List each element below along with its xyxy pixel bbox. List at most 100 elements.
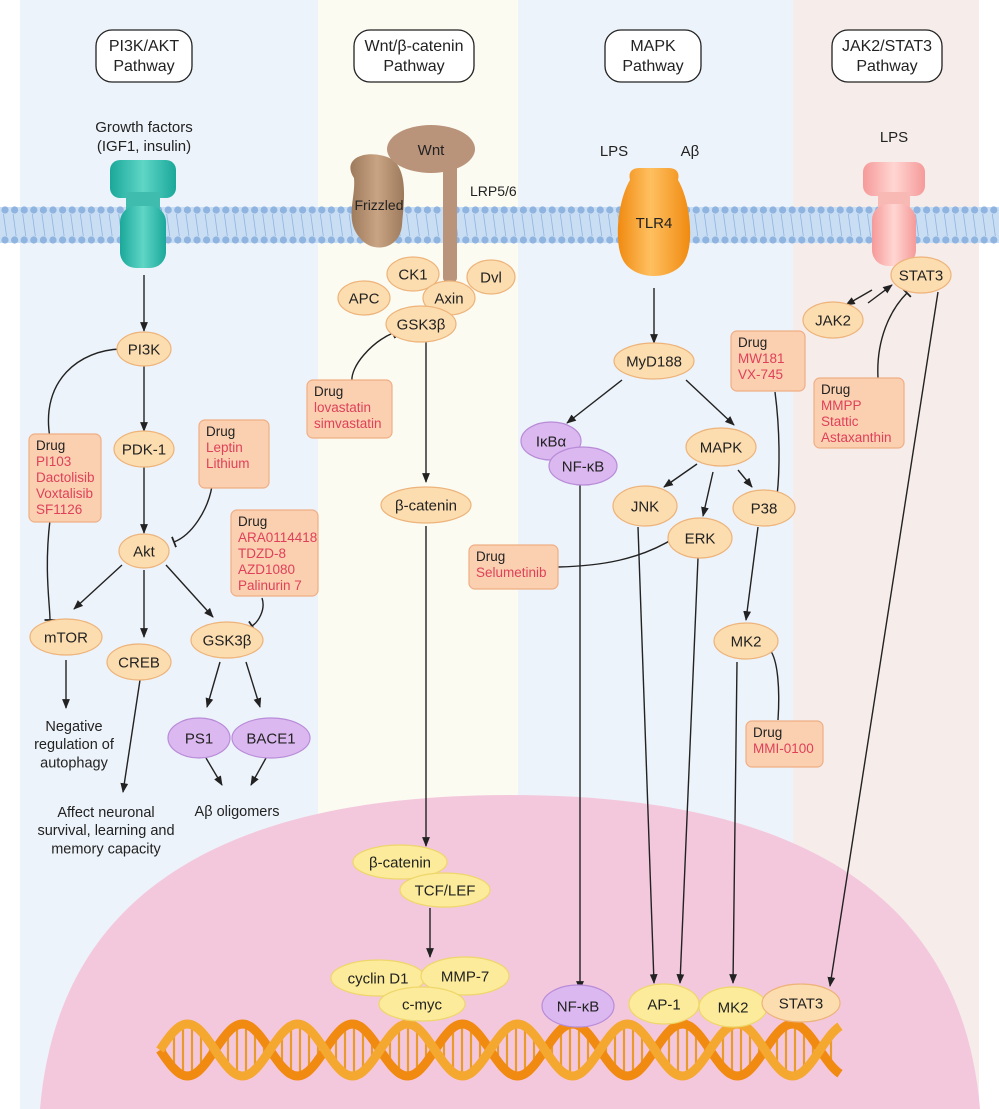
node-apc: APC [337,280,391,316]
node-creb: CREB [106,643,172,681]
drug-name: PI103 [36,454,71,469]
drug-label: Drug [314,384,343,399]
wnt-label: Wnt [418,142,446,159]
edge-drug-pi3k [47,343,123,439]
node-label-stat3-nuc: STAT3 [779,996,823,1013]
node-label-nfkb: NF-κB [562,459,605,476]
drug-label: Drug [821,382,850,397]
drug-label: Drug [753,725,782,740]
node-label-pdk1: PDK-1 [122,442,166,459]
node-cmyc: c-myc [378,986,466,1022]
node-ck1: CK1 [386,256,440,292]
node-mmp7: MMP-7 [420,956,510,996]
drug-name: Dactolisib [36,470,95,485]
node-label-bcat-nuc: β-catenin [369,855,431,872]
dna-helix [156,1019,843,1081]
edge-drug-stat3 [877,288,912,379]
node-label-bace1: BACE1 [246,731,295,748]
node-akt: Akt [118,533,170,569]
edge-drug-akt [171,485,213,548]
node-p38: P38 [732,489,796,527]
lps-label-jak: LPS [880,129,908,146]
drug-label: Drug [738,335,767,350]
node-label-pi3k: PI3K [128,342,161,359]
edge-jnk-ap1 [637,526,658,984]
node-label-ck1: CK1 [398,267,427,284]
node-label-bcat: β-catenin [395,498,457,515]
node-label-jak2: JAK2 [815,313,851,330]
drug-name: ARA0114418 [238,530,317,545]
node-pdk1: PDK-1 [113,430,175,468]
edge-erk-ap1 [676,557,699,984]
node-dvl: Dvl [466,259,516,295]
lrp-receptor [443,158,457,282]
node-label-jnk: JNK [631,499,659,516]
drug-name: MMPP [821,398,862,413]
node-bcat: β-catenin [380,486,472,524]
node-label-gsk3b: GSK3β [203,633,252,650]
node-ap1: AP-1 [628,983,700,1025]
drug-name: MMI-0100 [753,741,814,756]
drug-boxes: DrugPI103DactolisibVoxtalisibSF1126DrugL… [28,330,905,768]
node-stat3-nuc: STAT3 [761,983,841,1023]
edge-akt-gsk3b [165,564,214,618]
edge-myd-ikba [566,379,623,424]
drug-name: VX-745 [738,367,783,382]
tlr4-receptor: TLR4 [617,168,691,276]
node-label-ikba: IκBα [536,434,567,451]
drug-name: SF1126 [36,502,82,517]
drug-label: Drug [238,514,267,529]
edge-drug-mtor [44,519,56,621]
header-box-pi3k [95,29,193,83]
edge-bace1-oligomer [250,757,267,786]
edge-stat3-nuclear [827,291,939,987]
node-tcf: TCF/LEF [399,872,491,908]
drug-name: Stattic [821,414,859,429]
edge-mapk-jnk [663,463,698,488]
edge-akt-mtor [73,564,123,610]
node-mk2: MK2 [713,622,779,660]
lrp-label: LRP5/6 [470,183,517,199]
drug-label: Drug [36,438,65,453]
node-label-creb: CREB [118,655,160,672]
node-cyclin: cyclin D1 [330,959,426,997]
growth-factor-receptor [110,160,176,268]
edge-gsk3b-ps1 [205,661,221,708]
node-label-dvl: Dvl [480,270,502,287]
node-bcat-nuc: β-catenin [352,844,448,880]
frizzled-receptor: Frizzled [350,154,405,248]
lps-label-mapk: LPS [600,143,628,160]
header-box-mapk [604,29,702,83]
node-bace1: BACE1 [231,717,311,759]
node-label-mk2-nuc: MK2 [718,1000,749,1017]
node-label-cmyc: c-myc [402,997,442,1014]
node-erk: ERK [667,517,733,559]
edge-drug-mk2 [765,645,780,721]
node-label-mapk: MAPK [700,440,743,457]
node-mk2-nuc: MK2 [698,986,768,1028]
frizzled-label: Frizzled [354,197,403,213]
edge-stat3-jak2 [845,289,873,306]
abeta-label: Aβ [681,143,700,160]
drug-name: Leptin [206,440,243,455]
node-gsk3b-wnt: GSK3β [385,305,457,343]
node-label-tcf: TCF/LEF [415,883,476,900]
node-label-gsk3b-wnt: GSK3β [397,317,446,334]
edge-ps1-oligomer [205,757,223,786]
growth-factors-label: Growth factors(IGF1, insulin) [95,119,193,155]
drug-name: Voxtalisib [36,486,93,501]
node-jnk: JNK [612,485,678,527]
drug-label: Drug [206,424,235,439]
edge-drug-wnt [351,327,397,383]
header-box-jak [831,29,943,83]
